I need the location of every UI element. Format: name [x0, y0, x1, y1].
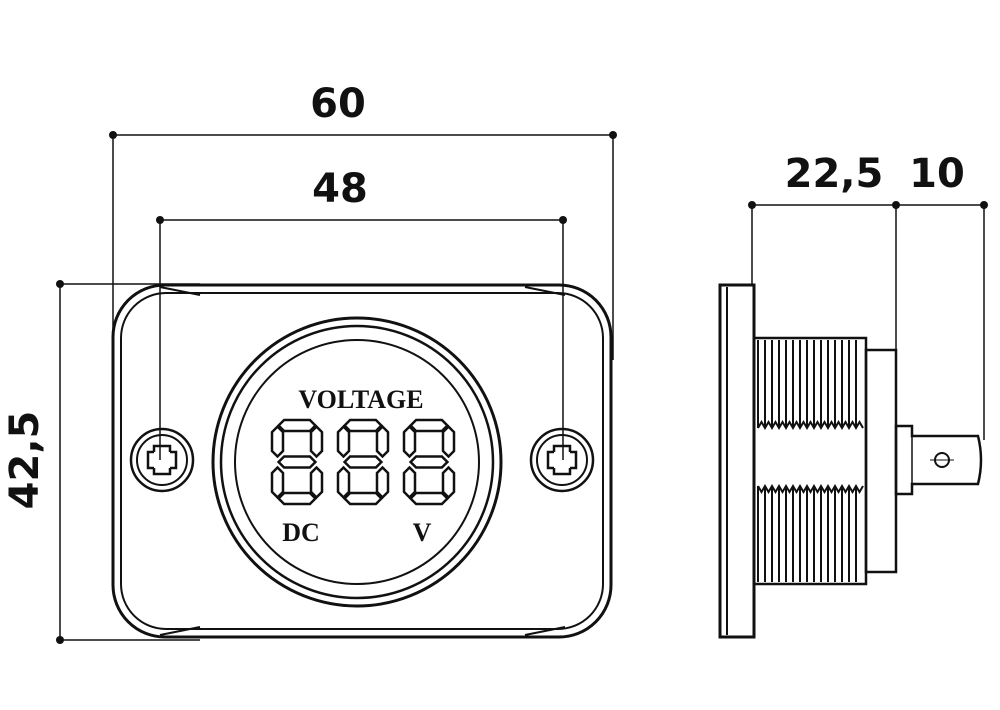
display-segment [276, 455, 318, 469]
side-view [718, 283, 983, 639]
mounting-plate-inner [120, 292, 604, 630]
display-segment [336, 424, 351, 459]
dim-width-mounting: 48 [312, 166, 368, 212]
screw-left [129, 427, 195, 493]
mounting-plate-outer [111, 283, 613, 639]
screw-right [529, 427, 595, 493]
unit-left-label: DC [282, 518, 320, 547]
thread-lines [757, 340, 864, 582]
display-segment [276, 491, 318, 506]
display-segment [375, 465, 390, 500]
display-segment [441, 424, 456, 459]
display-segment [276, 418, 318, 433]
dim-terminal-length: 10 [909, 151, 965, 197]
gauge-face [234, 339, 480, 585]
display-segment [342, 455, 384, 469]
display-segment [336, 465, 351, 500]
display-segment [309, 465, 324, 500]
display-segment [408, 455, 450, 469]
unit-right-label: V [413, 518, 432, 547]
dim-width-overall: 60 [310, 81, 366, 127]
screw-right-cross-icon [546, 444, 578, 476]
plate-corner-marks [159, 286, 566, 636]
gauge-bezel-outer [211, 316, 503, 608]
front-dimensions: 60 48 42,5 [2, 81, 617, 644]
display-segment [375, 424, 390, 459]
display-segment [342, 491, 384, 506]
display-segment [270, 424, 285, 459]
seven-segment-display [270, 418, 456, 506]
screw-left-cross-icon [146, 444, 178, 476]
side-flange [718, 283, 756, 639]
thread-crest [757, 420, 864, 430]
front-view: VOLTAGE DC V [111, 283, 613, 639]
display-segment [342, 418, 384, 433]
body-collar [864, 348, 898, 574]
display-segment [402, 424, 417, 459]
display-segment [309, 424, 324, 459]
side-dimensions: 22,5 10 [748, 151, 988, 440]
terminal-connector [894, 424, 983, 496]
dim-height: 42,5 [2, 411, 48, 510]
display-segment [402, 465, 417, 500]
display-segment [408, 418, 450, 433]
display-segment [270, 465, 285, 500]
thread-crest [757, 484, 864, 494]
gauge-bezel-middle [219, 324, 495, 600]
display-segment [441, 465, 456, 500]
gauge-title: VOLTAGE [298, 385, 423, 414]
display-segment [408, 491, 450, 506]
dim-body-length: 22,5 [785, 151, 884, 197]
